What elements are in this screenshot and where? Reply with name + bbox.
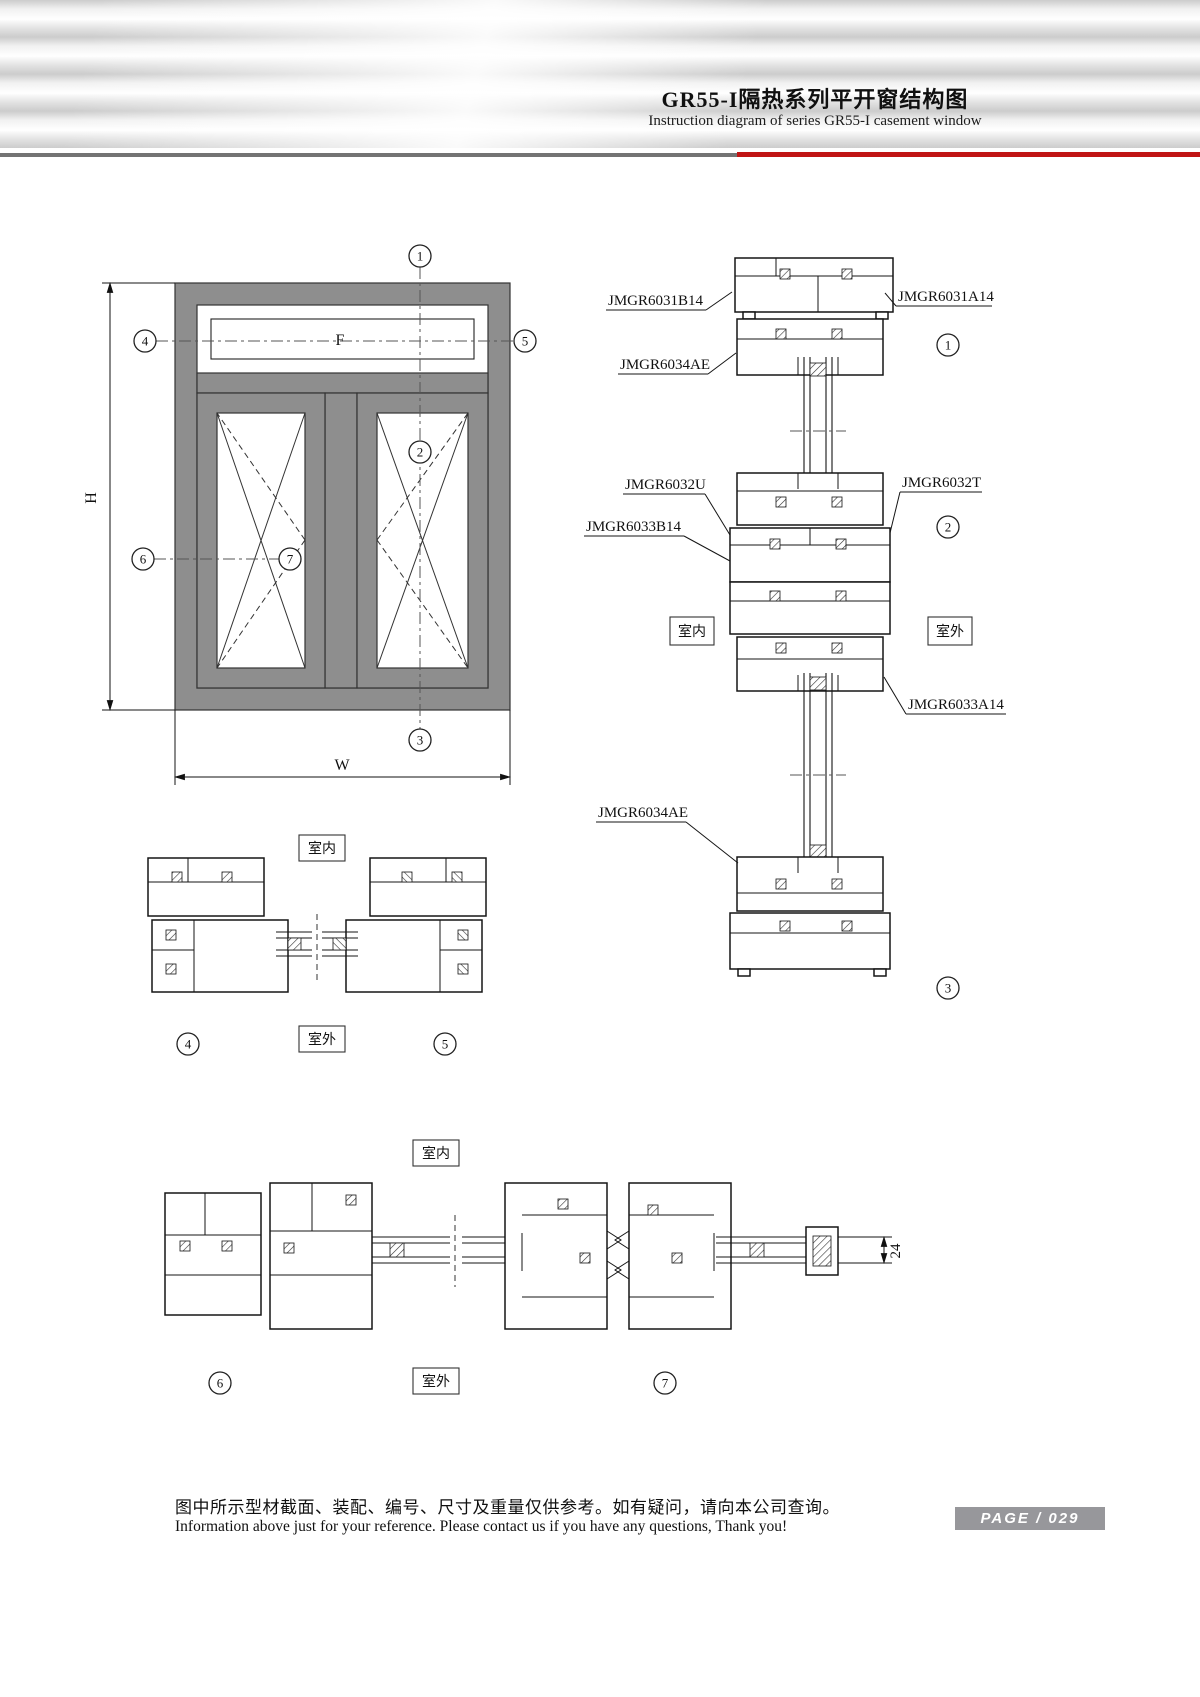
- vertical-section-callouts: 1 2 3: [936, 333, 960, 1000]
- glazing-unit-upper: [790, 357, 846, 487]
- mid-callout-4: 4: [185, 1037, 192, 1052]
- meeting-stile-seals: [606, 1230, 630, 1280]
- mid-callout-5: 5: [442, 1037, 449, 1052]
- section-cut-lines: [154, 267, 514, 729]
- header-stripes: [0, 0, 1200, 148]
- window-elevation-drawing: F H W 1 2 3 4 5 6 7: [83, 244, 537, 785]
- callout-1: 1: [417, 249, 424, 264]
- header-divider-red: [737, 152, 1200, 157]
- vsec-callout-1: 1: [945, 338, 952, 353]
- dim-h-label: H: [83, 492, 100, 504]
- glazing-right: [716, 1226, 839, 1276]
- label-jmgr6034ae-bottom: JMGR6034AE: [598, 805, 688, 821]
- header-divider-gray: [0, 153, 737, 157]
- profile-transom-lower: [729, 581, 891, 635]
- frame-jamb-profile: [164, 1192, 262, 1316]
- mid-callout-5-circle: [433, 1032, 457, 1056]
- page-subtitle: Instruction diagram of series GR55-I cas…: [648, 113, 982, 129]
- dimension-24: 24: [838, 1235, 904, 1265]
- indoor-label: 室内: [308, 840, 336, 857]
- outdoor-label: 室外: [422, 1373, 450, 1390]
- jamb-sash-profile-right: [321, 857, 487, 993]
- indoor-label: 室内: [422, 1145, 450, 1162]
- callout-5: 5: [522, 334, 529, 349]
- mid-horizontal-section-drawing: 室内 室外 4 5: [147, 834, 487, 1056]
- outdoor-box: [412, 1367, 460, 1395]
- indoor-label: 室内: [678, 623, 706, 640]
- bottom-horizontal-section-drawing: 24 室内 室外 6 7: [164, 1139, 904, 1395]
- bottom-callout-6: 6: [217, 1376, 224, 1391]
- page-title: GR55-I隔热系列平开窗结构图: [661, 87, 969, 112]
- callout-3: 3: [417, 733, 424, 748]
- page-number-badge: PAGE / 029: [955, 1507, 1105, 1530]
- outdoor-label: 室外: [936, 623, 964, 640]
- footer-note-zh: 图中所示型材截面、装配、编号、尺寸及重量仅供参考。如有疑问，请向本公司查询。: [175, 1498, 840, 1517]
- dimension-H: H: [83, 281, 175, 712]
- outdoor-label: 室外: [308, 1031, 336, 1048]
- sash-stile-profile-left: [269, 1182, 373, 1330]
- glass-thickness-dim: 24: [888, 1243, 904, 1259]
- indoor-box: [412, 1139, 460, 1167]
- bottom-callout-6-circle: [208, 1371, 232, 1395]
- bottom-callout-7: 7: [662, 1376, 669, 1391]
- transom-label: F: [336, 332, 345, 349]
- bottom-callout-7-circle: [653, 1371, 677, 1395]
- dimension-W: W: [173, 710, 512, 785]
- profile-sash-bottom: [736, 856, 884, 912]
- profile-transom-upper: [729, 527, 891, 583]
- label-jmgr6034ae-top: JMGR6034AE: [620, 357, 710, 373]
- profile-sash-bottom-upper: [736, 472, 884, 526]
- meeting-stile-profile-b: [628, 1182, 732, 1330]
- glazing-left: [372, 1236, 450, 1264]
- elevation-callouts: 1 2 3 4 5 6 7: [131, 244, 537, 752]
- glazing-unit-lower: [790, 673, 846, 873]
- callout-7: 7: [287, 552, 294, 567]
- meeting-stile-profile-a: [504, 1182, 608, 1330]
- part-labels: JMGR6031B14 JMGR6031A14 JMGR6034AE JMGR6…: [584, 289, 1006, 864]
- footer-note-en: Information above just for your referenc…: [175, 1518, 788, 1535]
- label-jmgr6033a14: JMGR6033A14: [908, 697, 1004, 713]
- dim-w-label: W: [334, 757, 350, 774]
- indoor-outdoor-labels: 室内 室外: [669, 616, 973, 646]
- vertical-section-drawing: JMGR6031B14 JMGR6031A14 JMGR6034AE JMGR6…: [584, 257, 1006, 1000]
- label-jmgr6032t: JMGR6032T: [902, 475, 981, 491]
- mid-callout-4-circle: [176, 1032, 200, 1056]
- vsec-callout-2: 2: [945, 520, 952, 535]
- vsec-callout-3: 3: [945, 981, 952, 996]
- outdoor-box: [298, 1025, 346, 1053]
- callout-4: 4: [142, 334, 149, 349]
- profile-frame-sill: [729, 912, 891, 977]
- indoor-box: [298, 834, 346, 862]
- callout-2: 2: [417, 445, 424, 460]
- label-jmgr6032u: JMGR6032U: [625, 477, 706, 493]
- label-jmgr6031a14: JMGR6031A14: [898, 289, 994, 305]
- jamb-sash-profile-left: [147, 857, 312, 993]
- label-jmgr6033b14: JMGR6033B14: [586, 519, 682, 535]
- callout-6: 6: [140, 552, 147, 567]
- profile-frame-head: [734, 257, 894, 320]
- label-jmgr6031b14: JMGR6031B14: [608, 293, 704, 309]
